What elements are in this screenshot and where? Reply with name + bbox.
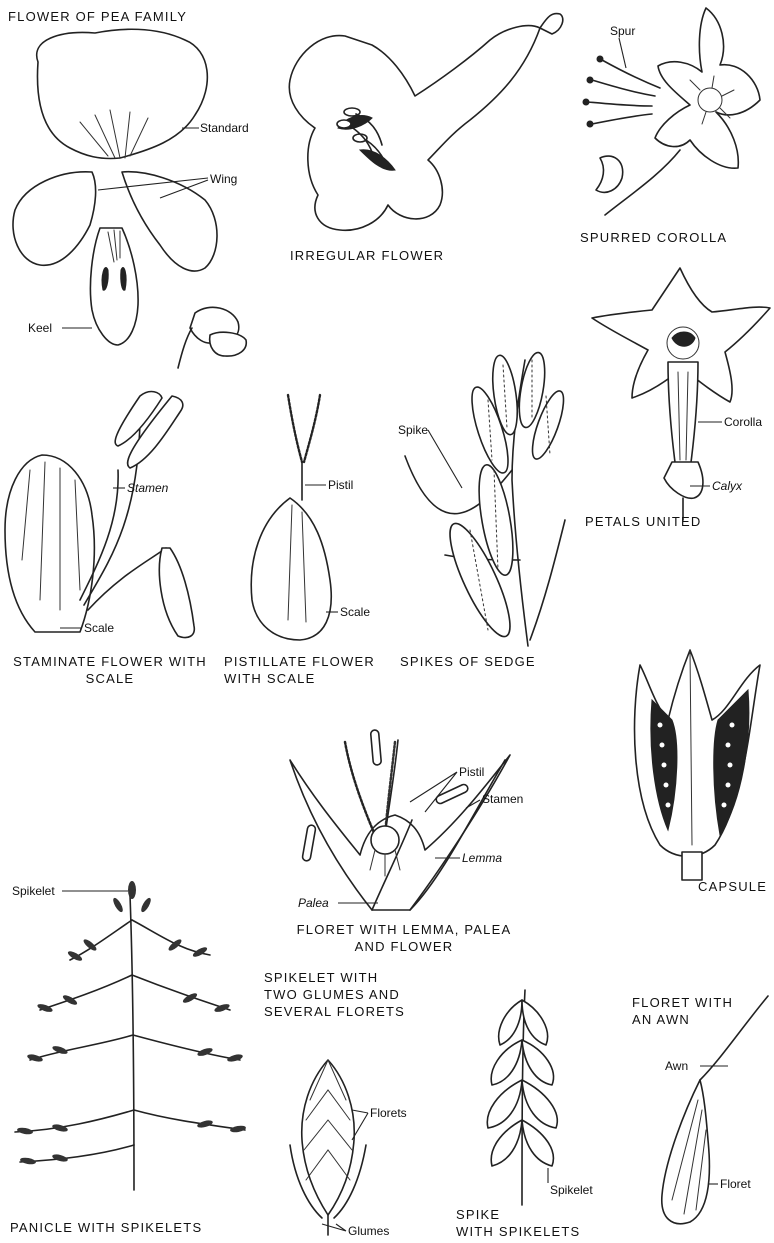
label-floret: Floret [720,1177,751,1191]
spur-leader [619,38,626,68]
pistillate-flower-drawing [251,395,331,640]
caption-floret-awn-line-1: FLORET WITH [632,994,733,1011]
label-awn: Awn [665,1059,688,1073]
staminate-flower-drawing [5,392,194,638]
label-wing: Wing [210,172,237,186]
pea-flower-drawing [13,29,246,368]
label-calyx: Calyx [712,479,742,493]
caption-spikelet-glumes-line-1: SPIKELET WITH [264,969,405,986]
label-spike: Spike [398,423,428,437]
sedge-spikes-drawing [405,351,570,646]
label-scale-pistillate: Scale [340,605,370,619]
panicle-drawing [15,881,246,1190]
caption-pea-family: FLOWER OF PEA FAMILY [8,8,187,25]
caption-pistillate-flower: PISTILLATE FLOWER WITH SCALE [224,653,375,687]
petals-united-drawing [592,268,770,520]
label-standard: Standard [200,121,249,135]
caption-spikelet-glumes-line-3: SEVERAL FLORETS [264,1003,405,1020]
caption-floret-lemma-palea: FLORET WITH LEMMA, PALEA AND FLOWER [282,921,526,955]
floret-awn-drawing [662,996,768,1224]
caption-staminate-flower: STAMINATE FLOWER WITH SCALE [4,653,216,687]
label-keel: Keel [28,321,52,335]
irregular-flower-drawing [289,14,563,231]
label-spur: Spur [610,24,635,38]
spurred-corolla-drawing [583,8,760,215]
caption-staminate-line-2: SCALE [4,670,216,687]
label-stamen-staminate: Stamen [127,481,168,495]
caption-spike-line-1: SPIKE [456,1206,580,1223]
caption-staminate-line-1: STAMINATE FLOWER WITH [4,653,216,670]
caption-floret-awn-line-2: AN AWN [632,1011,733,1028]
capsule-drawing [635,650,760,880]
caption-spike-line-2: WITH SPIKELETS [456,1223,580,1240]
caption-petals-united: PETALS UNITED [585,513,702,530]
caption-spikelet-glumes: SPIKELET WITH TWO GLUMES AND SEVERAL FLO… [264,969,405,1020]
caption-pistillate-line-2: WITH SCALE [224,670,375,687]
caption-floret-line-2: AND FLOWER [282,938,526,955]
caption-floret-line-1: FLORET WITH LEMMA, PALEA [282,921,526,938]
spike-leader [428,430,462,488]
caption-floret-awn: FLORET WITH AN AWN [632,994,733,1028]
label-glumes: Glumes [348,1224,389,1238]
label-scale-staminate: Scale [84,621,114,635]
caption-spikelet-glumes-line-2: TWO GLUMES AND [264,986,405,1003]
label-corolla: Corolla [724,415,762,429]
caption-capsule: CAPSULE [698,878,767,895]
spikelet-glumes-drawing [290,1060,366,1235]
caption-spikes-of-sedge: SPIKES OF SEDGE [400,653,536,670]
label-stamen-floret: Stamen [482,792,523,806]
caption-panicle: PANICLE WITH SPIKELETS [10,1219,202,1236]
label-florets: Florets [370,1106,407,1120]
caption-pistillate-line-1: PISTILLATE FLOWER [224,653,375,670]
floret-lemma-palea-drawing [290,730,510,910]
caption-spike-spikelets: SPIKE WITH SPIKELETS [456,1206,580,1240]
label-pistil-pistillate: Pistil [328,478,353,492]
caption-irregular-flower: IRREGULAR FLOWER [290,247,444,264]
spike-spikelets-drawing [487,990,557,1205]
label-palea: Palea [298,896,329,910]
label-spikelet-panicle: Spikelet [12,884,55,898]
label-pistil-floret: Pistil [459,765,484,779]
label-lemma: Lemma [462,851,502,865]
glumes-leader [322,1224,346,1231]
label-spikelet-spike: Spikelet [550,1183,593,1197]
caption-spurred-corolla: SPURRED COROLLA [580,229,727,246]
